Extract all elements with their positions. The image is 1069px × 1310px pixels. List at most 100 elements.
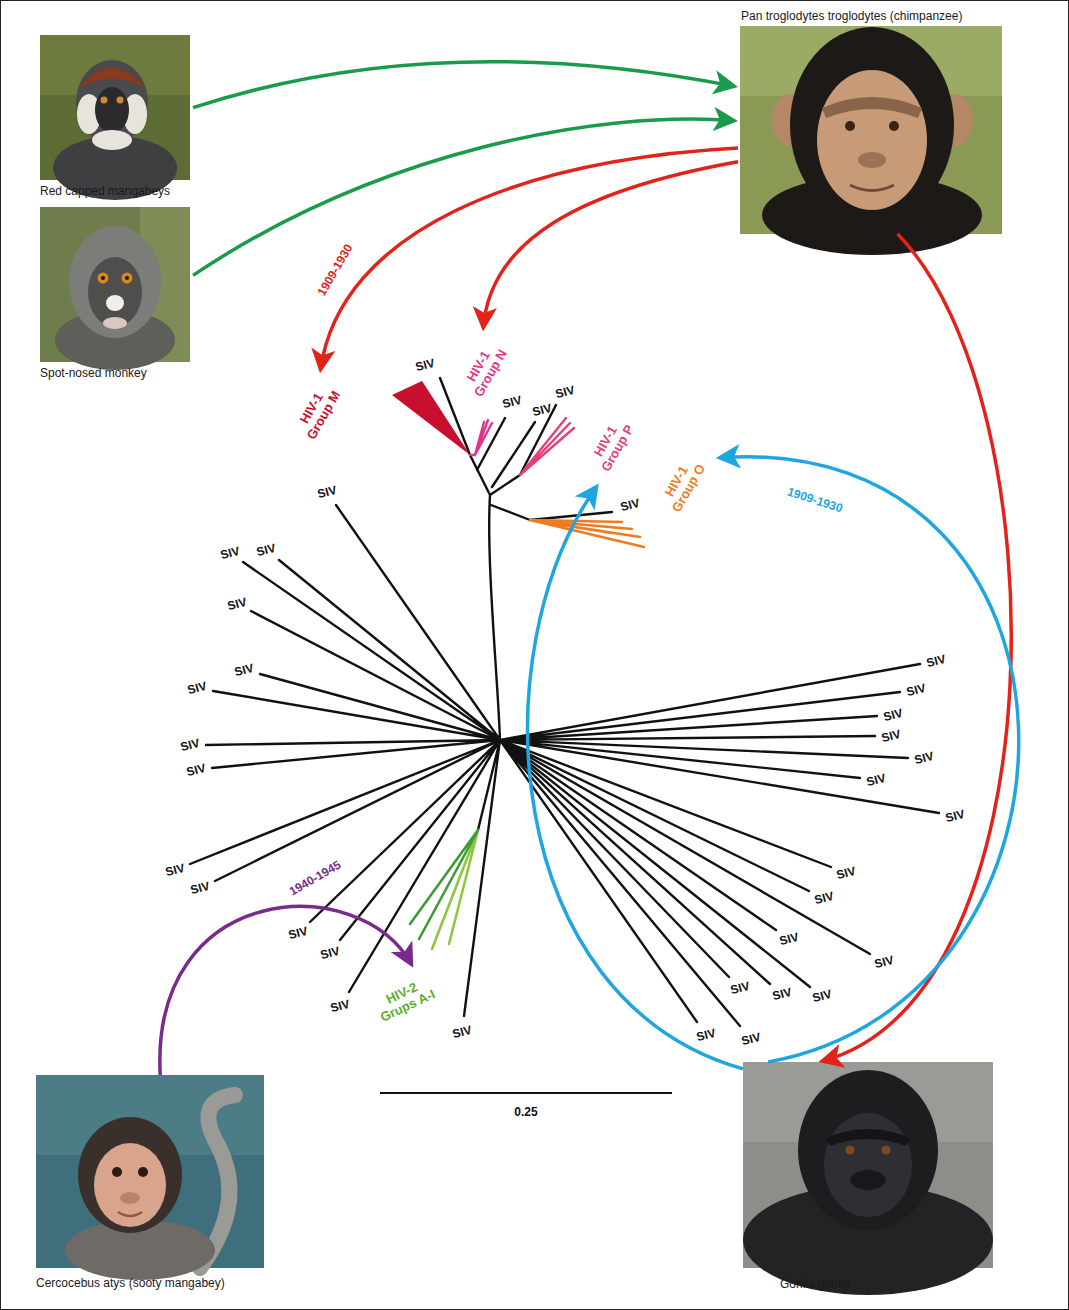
taxon-label: SIV <box>880 727 902 746</box>
phylogenetic-tree-part <box>392 381 470 455</box>
clade-name: HIV-1 Group N <box>458 337 513 403</box>
spot-nosed-monkey-photo-part <box>122 273 133 284</box>
spot-nosed-monkey-photo-part <box>125 276 129 280</box>
transmission-arrow <box>160 906 412 1075</box>
chimpanzee-photo-part <box>845 121 855 131</box>
taxon-label: SIV <box>873 953 895 972</box>
phylogenetic-tree-part <box>470 420 492 455</box>
gorilla-photo-part <box>882 1146 891 1155</box>
phylogenetic-tree-part <box>432 830 478 949</box>
phylogenetic-tree-part <box>190 378 939 1026</box>
taxon-label: SIV <box>813 889 835 908</box>
gorilla-photo-part <box>846 1146 855 1155</box>
taxon-label: SIV <box>287 924 309 943</box>
date-label: 1940-1945 <box>287 858 344 899</box>
taxon-label: SIV <box>414 356 436 375</box>
taxon-label: SIV <box>913 749 935 768</box>
taxon-label: SIV <box>905 681 927 700</box>
photo-caption: Spot-nosed monkey <box>40 365 193 381</box>
sooty-mangabey-photo-part <box>138 1167 148 1177</box>
phylogenetic-tree <box>190 378 939 1026</box>
photo-caption: Gorilla gorilla <box>780 1276 995 1292</box>
phylogenetic-tree-part <box>410 830 478 939</box>
photo-caption-node: Spot-nosed monkey <box>38 205 193 381</box>
chimpanzee-photo-part <box>850 185 894 191</box>
chimpanzee-photo-part <box>817 70 927 210</box>
photo-caption-node: Gorilla gorilla <box>743 1062 995 1292</box>
chimpanzee-photo <box>740 26 1002 255</box>
taxon-label: SIV <box>316 483 338 502</box>
taxon-label: SIV <box>164 861 186 880</box>
gorilla-photo-part <box>798 1070 938 1230</box>
taxon-label: SIV <box>695 1026 717 1045</box>
spot-nosed-monkey-photo-part <box>55 310 175 370</box>
spot-nosed-monkey-photo-part <box>103 317 127 329</box>
taxon-label: SIV <box>882 706 904 725</box>
photo-caption: Red capped mangabeys <box>40 183 193 199</box>
clade-name: HIV-1 Group M <box>291 379 346 445</box>
spot-nosed-monkey-photo-part <box>98 273 109 284</box>
taxon-label: SIV <box>531 401 553 420</box>
taxon-label: SIV <box>219 544 241 563</box>
taxon-label: SIV <box>811 987 833 1006</box>
red-capped-mangabey-photo-part <box>92 130 132 150</box>
red-capped-mangabey-photo-part <box>101 97 108 104</box>
taxon-label: SIV <box>835 864 857 883</box>
taxon-label: SIV <box>233 661 255 680</box>
transmission-arrow <box>822 234 1011 1061</box>
phylogenetic-tree-part <box>530 520 644 547</box>
date-label: 1909-1930 <box>786 484 845 515</box>
date-label: 1909-1930 <box>315 242 356 299</box>
transmission-arrow <box>321 148 739 370</box>
scale-value: 0.25 <box>514 1105 537 1119</box>
spot-nosed-monkey-photo-part <box>101 276 105 280</box>
clade-name: HIV-1 Group O <box>656 452 711 518</box>
taxon-label: SIV <box>778 930 800 949</box>
photo-caption-node: Red capped mangabeys <box>38 33 193 199</box>
taxon-label: SIV <box>185 761 207 780</box>
taxon-label: SIV <box>451 1023 473 1042</box>
taxon-label: SIV <box>865 771 887 790</box>
transmission-arrow <box>193 119 735 275</box>
taxon-label: SIV <box>729 979 751 998</box>
photo-caption: Pan troglodytes troglodytes (chimpanzee) <box>741 8 1004 24</box>
photo-caption: Cercocebus atys (sooty mangabey) <box>36 1275 266 1291</box>
taxon-label: SIV <box>554 383 576 402</box>
sooty-mangabey-photo-part <box>112 1167 122 1177</box>
spot-nosed-monkey-photo <box>40 207 190 370</box>
clade-label: HIV-1 Group O <box>650 446 716 523</box>
taxon-label: SIV <box>501 393 523 412</box>
taxon-label: SIV <box>771 985 793 1004</box>
taxon-label: SIV <box>186 679 208 698</box>
scale-bar <box>380 1092 672 1094</box>
transmission-arrow <box>528 486 743 1069</box>
spot-nosed-monkey-photo-part <box>69 226 161 338</box>
phylogenetic-tree-part <box>520 418 574 475</box>
red-capped-mangabey-photo <box>40 35 190 200</box>
gorilla-photo-part <box>850 1170 886 1190</box>
chimpanzee-photo-part <box>822 97 922 118</box>
spot-nosed-monkey-photo-part <box>88 257 142 327</box>
taxon-label: SIV <box>226 595 248 614</box>
red-capped-mangabey-photo-part <box>95 87 129 133</box>
gorilla-photo <box>743 1062 993 1295</box>
clade-label: HIV-1 Group P <box>579 406 645 483</box>
taxon-label: SIV <box>329 997 351 1016</box>
clade-label: HIV-1 Group M <box>285 373 351 450</box>
chimpanzee-photo-part <box>858 152 886 168</box>
taxon-label: SIV <box>179 736 201 755</box>
transmission-arrow <box>483 162 738 328</box>
taxon-label: SIV <box>255 541 277 560</box>
taxon-label: SIV <box>619 496 641 515</box>
clade-label: HIV-2 Grups A-I <box>364 968 447 1032</box>
gorilla-photo-part <box>826 1129 910 1146</box>
taxon-label: SIV <box>189 879 211 898</box>
chimpanzee-photo-part <box>889 121 899 131</box>
taxon-label: SIV <box>740 1030 762 1049</box>
clade-name: HIV-2 Grups A-I <box>369 973 441 1027</box>
red-capped-mangabey-photo-part <box>117 97 124 104</box>
sooty-mangabey-photo <box>36 1075 264 1280</box>
taxon-label: SIV <box>944 807 966 826</box>
